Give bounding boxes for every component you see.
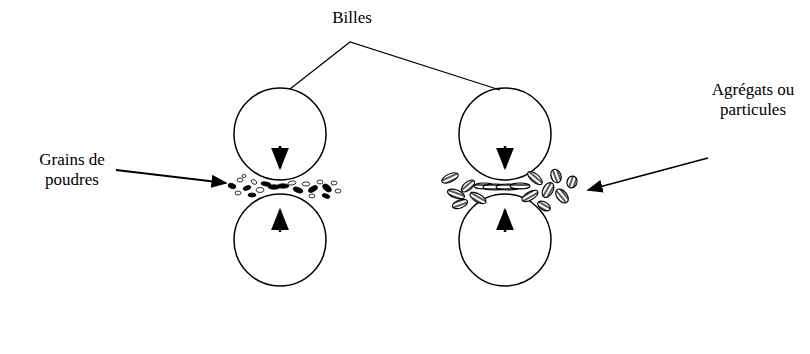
powder-label: Grains de poudres (30, 150, 114, 190)
ball-label: Billes (322, 8, 382, 28)
powder-grains (227, 175, 341, 200)
leader-line (290, 42, 500, 90)
aggregate-label: Agrégats ou particules (708, 80, 798, 120)
ball (234, 88, 551, 286)
pointer-arrow (116, 158, 708, 190)
aggregates (440, 168, 579, 213)
force-arrow (280, 146, 505, 232)
